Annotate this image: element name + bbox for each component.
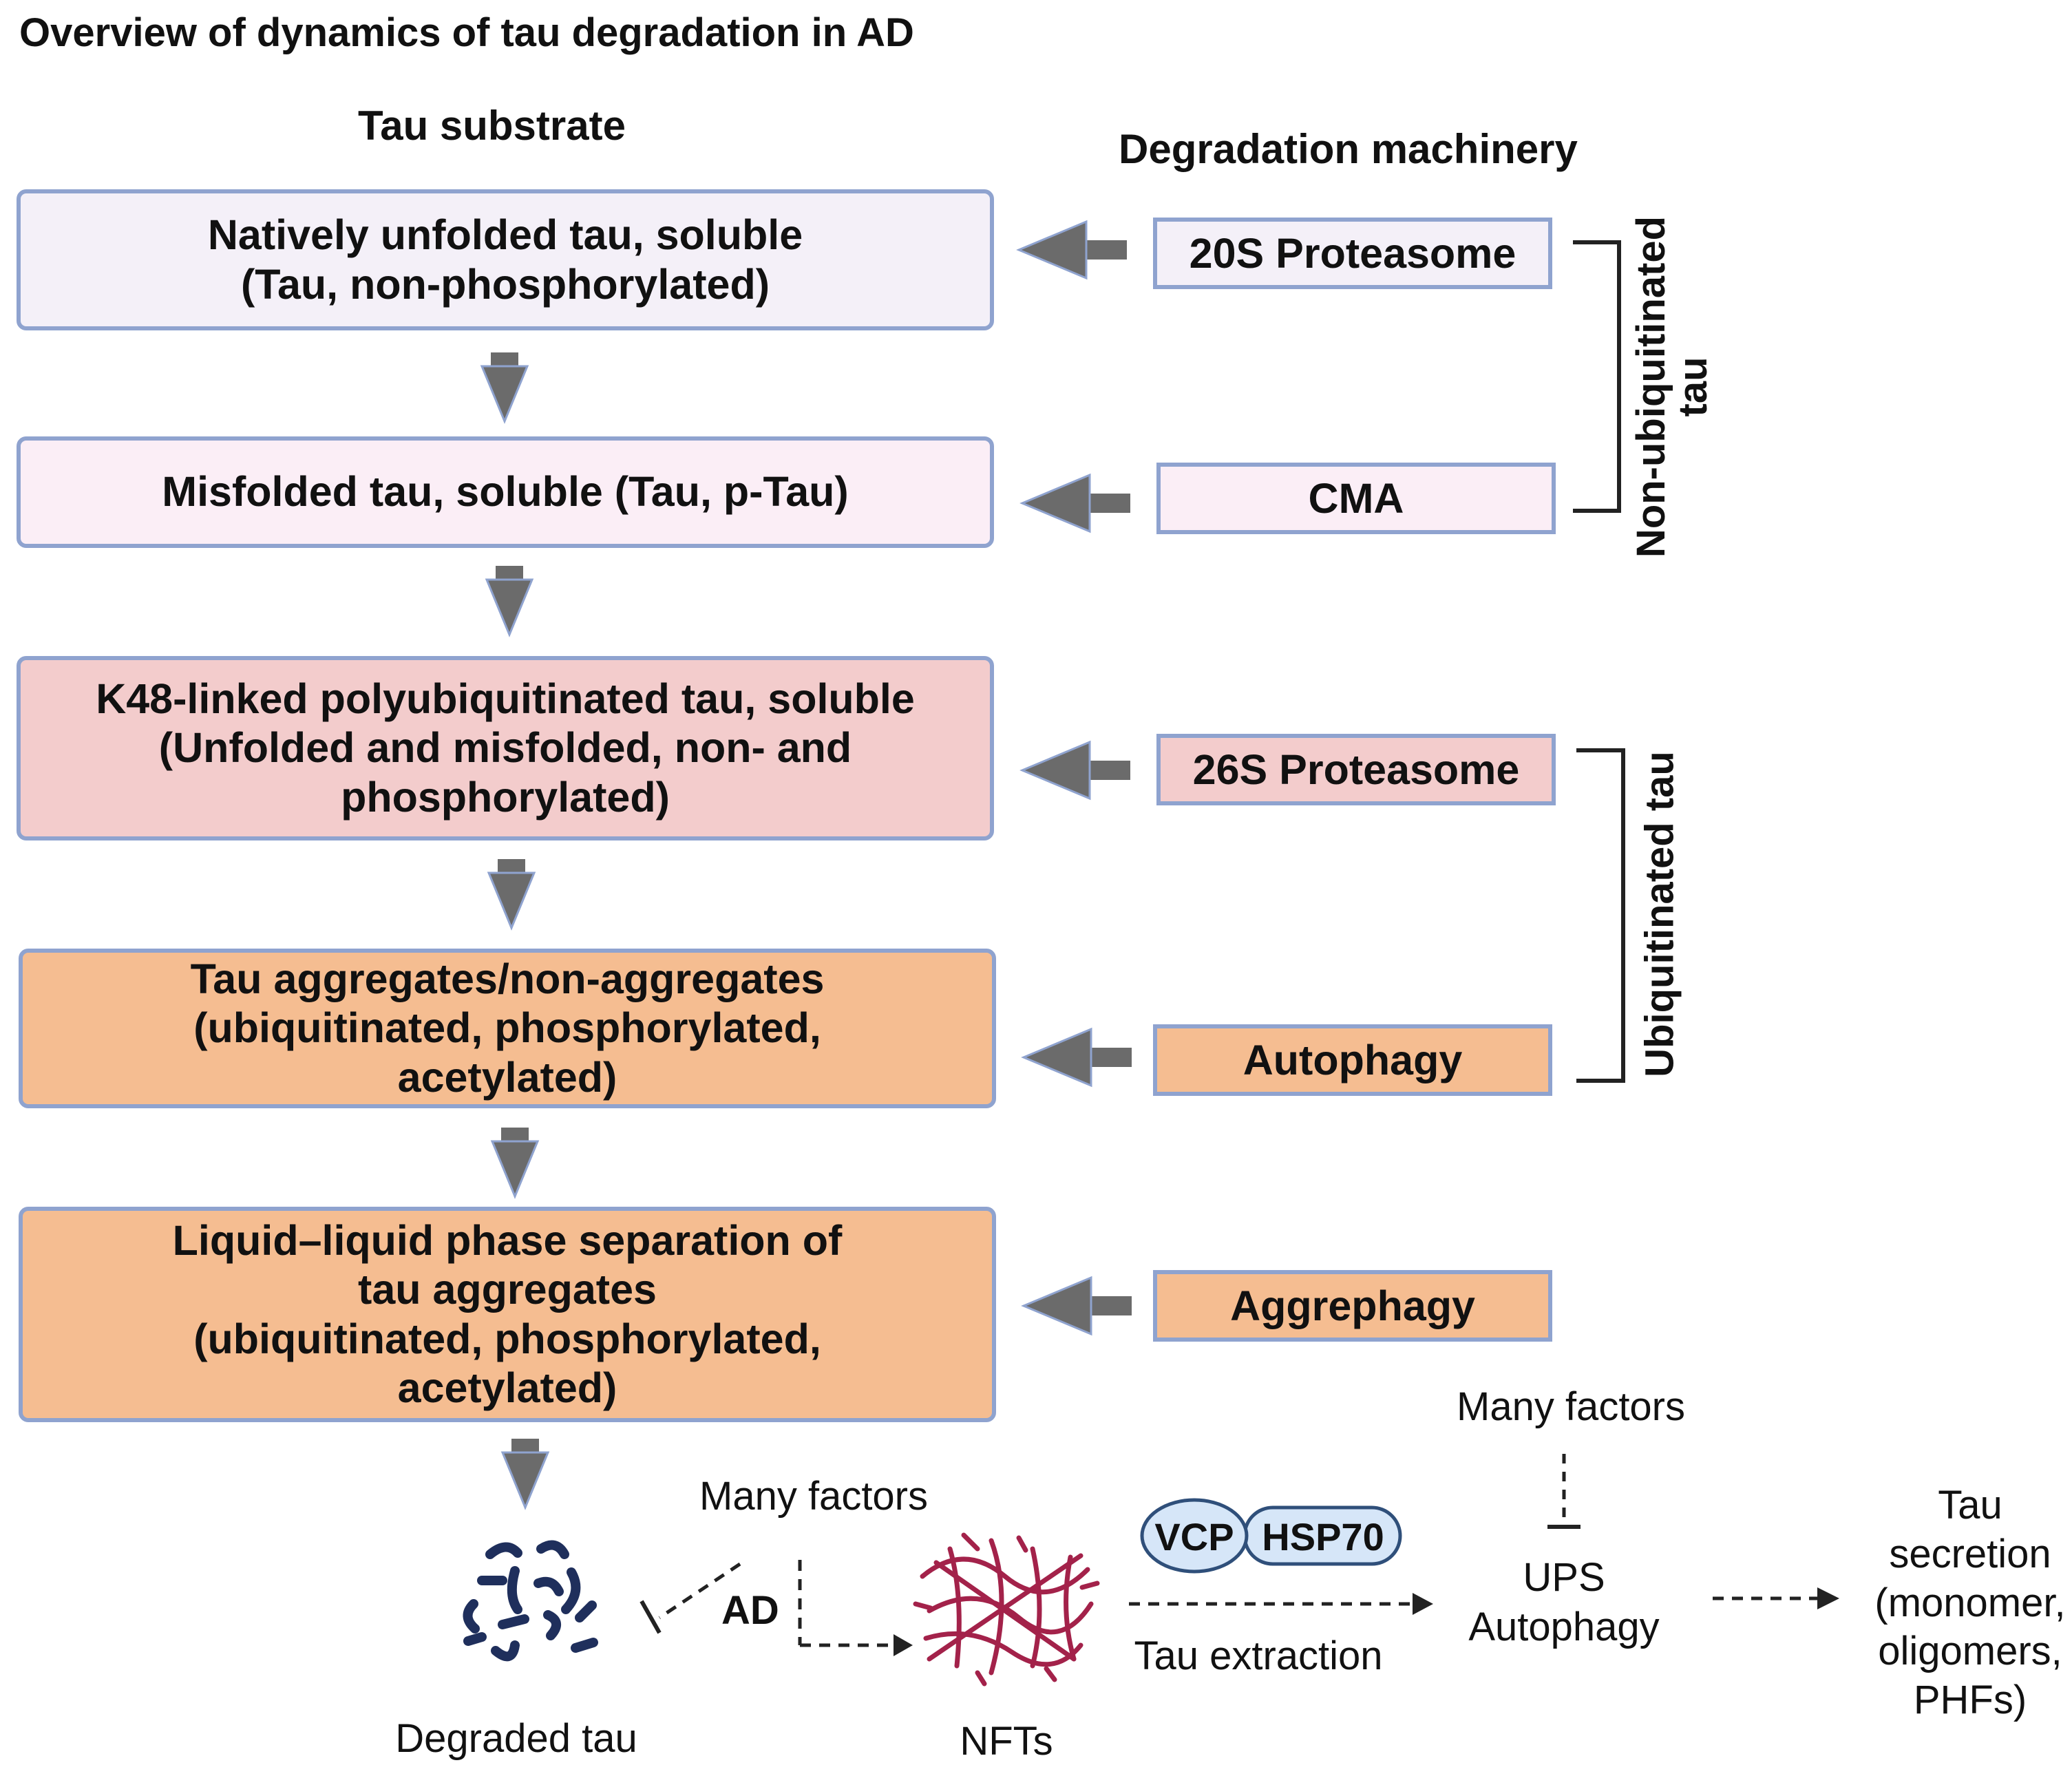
tau-extraction-label: Tau extraction	[1134, 1634, 1383, 1678]
many-factors-label-2: Many factors	[1457, 1384, 1685, 1429]
machinery-cma: CMA	[1156, 463, 1556, 534]
tau-extraction-arrow	[1129, 1593, 1433, 1615]
machinery-26s-proteasome: 26S Proteasome	[1156, 734, 1556, 805]
down-arrow	[500, 1439, 550, 1510]
left-arrow	[1019, 740, 1130, 801]
ad-label: AD	[721, 1588, 779, 1633]
tau-substrate-heading: Tau substrate	[358, 103, 626, 149]
machinery-20s-proteasome: 20S Proteasome	[1153, 218, 1552, 289]
machinery-autophagy: Autophagy	[1153, 1024, 1552, 1096]
autophagy-label: Autophagy	[1468, 1605, 1660, 1649]
substrate-text: Tau aggregates/non-aggregates (ubiquitin…	[190, 955, 825, 1101]
substrate-text: K48-linked polyubiquitinated tau, solubl…	[96, 675, 915, 821]
down-arrow	[487, 859, 536, 931]
left-arrow	[1016, 220, 1127, 280]
tau-secretion-label: Tau secretion (monomer, oligomers, PHFs)	[1874, 1483, 2066, 1722]
down-arrow	[490, 1128, 540, 1199]
ad-to-nfts-arrow	[798, 1560, 913, 1656]
substrate-box-polyubiquitinated: K48-linked polyubiquitinated tau, solubl…	[17, 656, 994, 841]
vcp-hsp70-complex: VCP HSP70	[1140, 1498, 1402, 1574]
ups-label: UPS	[1523, 1555, 1605, 1600]
substrate-text: Misfolded tau, soluble (Tau, p-Tau)	[162, 468, 849, 516]
substrate-box-misfolded: Misfolded tau, soluble (Tau, p-Tau)	[17, 436, 994, 548]
substrate-box-llps: Liquid–liquid phase separation of tau ag…	[19, 1207, 996, 1422]
many-factors-label-1: Many factors	[699, 1474, 928, 1519]
hsp70-text: HSP70	[1262, 1515, 1384, 1558]
left-arrow	[1021, 1027, 1132, 1088]
degraded-tau-graphic	[463, 1540, 598, 1662]
non-ubiquitinated-bracket	[1573, 240, 1621, 513]
substrate-box-aggregates: Tau aggregates/non-aggregates (ubiquitin…	[19, 949, 996, 1108]
vcp-text: VCP	[1154, 1515, 1234, 1558]
ubiquitinated-bracket	[1576, 748, 1625, 1083]
left-arrow	[1019, 473, 1130, 533]
substrate-box-native-unfolded: Natively unfolded tau, soluble (Tau, non…	[17, 189, 994, 330]
ad-inhibition	[639, 1562, 741, 1634]
substrate-text: Liquid–liquid phase separation of tau ag…	[172, 1216, 843, 1411]
left-arrow	[1021, 1276, 1132, 1336]
nfts-graphic	[913, 1532, 1100, 1687]
substrate-text: Natively unfolded tau, soluble (Tau, non…	[207, 211, 803, 308]
secretion-arrow	[1713, 1587, 1839, 1609]
down-arrow	[480, 352, 529, 424]
nfts-label: NFTs	[960, 1719, 1053, 1764]
degraded-tau-label: Degraded tau	[395, 1716, 637, 1761]
figure-title: Overview of dynamics of tau degradation …	[19, 10, 914, 55]
down-arrow	[485, 566, 534, 637]
machinery-aggrephagy: Aggrephagy	[1153, 1270, 1552, 1342]
ups-inhibition	[1547, 1454, 1581, 1529]
degradation-machinery-heading: Degradation machinery	[1119, 126, 1578, 172]
